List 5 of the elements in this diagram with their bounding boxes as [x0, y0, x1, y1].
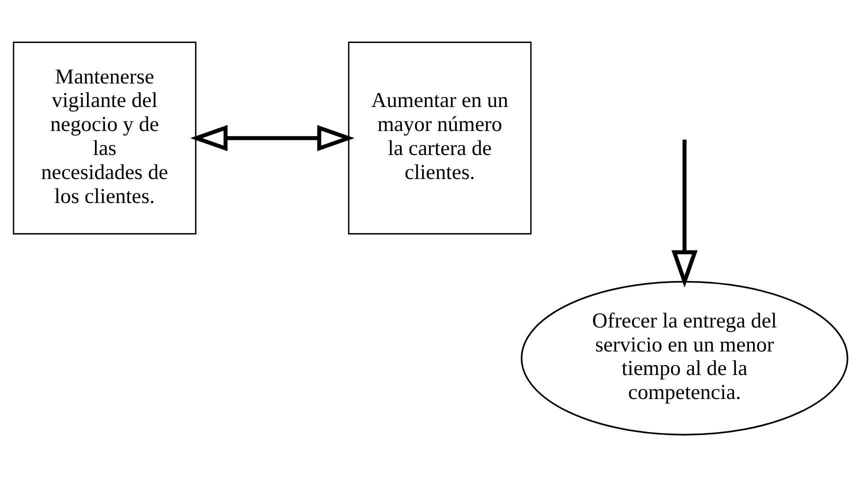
- node-ellipse: Ofrecer la entrega del servicio en un menor tiempo al de la competencia.: [520, 280, 848, 436]
- node-box: Aumentar en un mayor número la cartera de clientes.: [348, 42, 532, 234]
- arrow: [671, 140, 698, 288]
- node-box: Mantenerse vigilante del negocio y de las necesidades de los clientes.: [12, 42, 196, 234]
- arrow: [190, 125, 355, 152]
